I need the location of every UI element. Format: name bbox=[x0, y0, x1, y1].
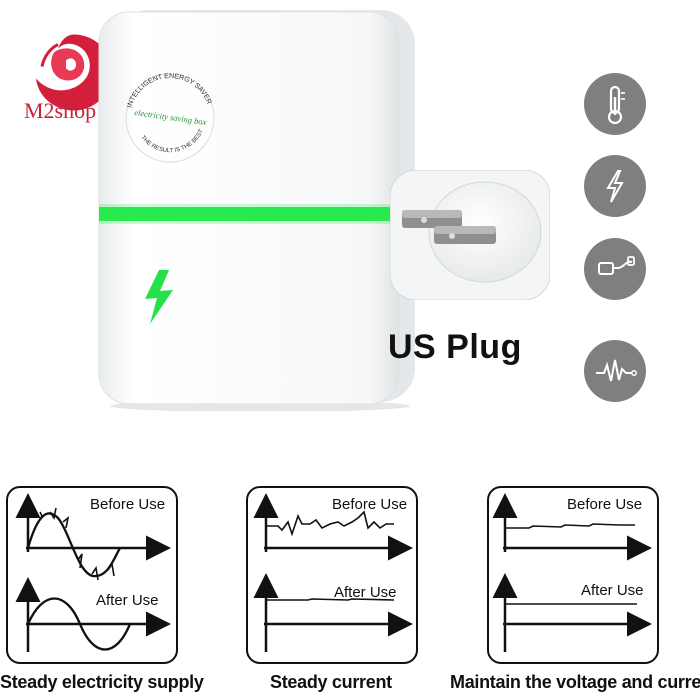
diagram-panel-current: Before Use After Use bbox=[246, 486, 418, 664]
before-use-label: Before Use bbox=[332, 496, 408, 513]
feature-waveform bbox=[584, 340, 646, 402]
diagram-panel-supply: Before Use After Use bbox=[6, 486, 178, 664]
before-use-label: Before Use bbox=[567, 496, 643, 513]
brand-logo-icon bbox=[36, 34, 112, 111]
feature-usb bbox=[584, 238, 646, 300]
caption-steady-current: Steady current bbox=[270, 672, 392, 692]
after-use-label: After Use bbox=[334, 584, 397, 601]
usb-cable-icon bbox=[598, 256, 635, 275]
lightning-bolt-icon bbox=[145, 270, 173, 324]
current-waveform-diagram bbox=[253, 493, 413, 652]
after-use-label: After Use bbox=[96, 592, 159, 609]
brand-name: M2shop bbox=[24, 98, 97, 123]
lightning-icon bbox=[606, 170, 624, 203]
waveform-icon bbox=[596, 359, 637, 382]
plug-type-label: US Plug bbox=[388, 328, 522, 366]
feature-lightning bbox=[584, 155, 646, 217]
diagram-panel-voltage: Before Use After Use bbox=[487, 486, 659, 664]
feature-thermometer bbox=[584, 73, 646, 135]
caption-steady-supply: Steady electricity supply bbox=[0, 672, 204, 692]
us-plug-photo bbox=[390, 170, 550, 300]
thermometer-icon bbox=[607, 85, 625, 125]
caption-maintain-voltage: Maintain the voltage and current bbox=[450, 672, 700, 692]
after-use-label: After Use bbox=[581, 582, 644, 599]
voltage-waveform-diagram bbox=[492, 493, 652, 652]
before-use-label: Before Use bbox=[90, 496, 166, 513]
supply-waveform-diagram bbox=[15, 493, 171, 652]
energy-saver-device: INTELLIGENT ENERGY SAVER THE RESULT IS T… bbox=[98, 10, 415, 411]
